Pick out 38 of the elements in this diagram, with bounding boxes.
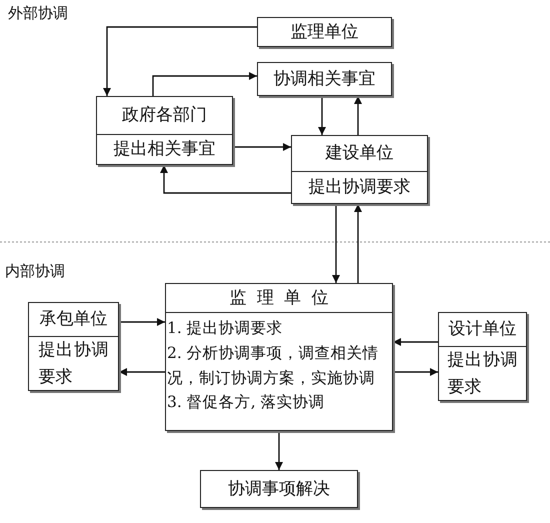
arrow (354, 96, 362, 135)
list-item: 3. 督促各方, 落实协调 (167, 392, 326, 414)
box-subtitle: 提出协调要求 (308, 176, 410, 199)
arrow (233, 143, 291, 151)
box-title: 承包单位 (40, 308, 108, 331)
box-title: 协调事项解决 (228, 478, 330, 500)
section-label: 外部协调 (8, 4, 68, 23)
process-box (165, 283, 393, 431)
arrow (152, 72, 257, 96)
box-heading: 监理单位 (230, 286, 338, 310)
process-box (257, 17, 392, 47)
arrow (103, 26, 257, 96)
box-title: 建设单位 (326, 142, 394, 165)
process-box (28, 302, 119, 391)
section-label: 内部协调 (5, 262, 65, 281)
arrow (393, 338, 438, 346)
box-subtitle: 提出协调要求 (448, 349, 518, 400)
box-title: 监理单位 (290, 20, 358, 44)
box-title: 设计单位 (448, 318, 516, 341)
arrow (119, 318, 165, 326)
box-subtitle: 提出协调要求 (38, 339, 108, 390)
process-box (438, 312, 527, 401)
arrow (160, 165, 291, 194)
arrow (318, 96, 326, 135)
process-box (96, 96, 233, 165)
process-box (200, 470, 358, 508)
arrow (332, 204, 340, 283)
box-title: 协调相关事宜 (274, 68, 376, 90)
arrow (354, 204, 362, 283)
process-box (291, 135, 428, 204)
arrow (393, 368, 438, 376)
list-item: 2. 分析协调事项，调查相关情况，制订协调方案，实施协调 (167, 342, 380, 389)
box-subtitle: 提出相关事宜 (114, 138, 216, 161)
list-item: 1. 提出协调要求 (167, 318, 284, 339)
box-title: 政府各部门 (122, 104, 207, 127)
arrow (275, 431, 283, 470)
arrow (119, 368, 165, 376)
process-box (257, 62, 392, 96)
